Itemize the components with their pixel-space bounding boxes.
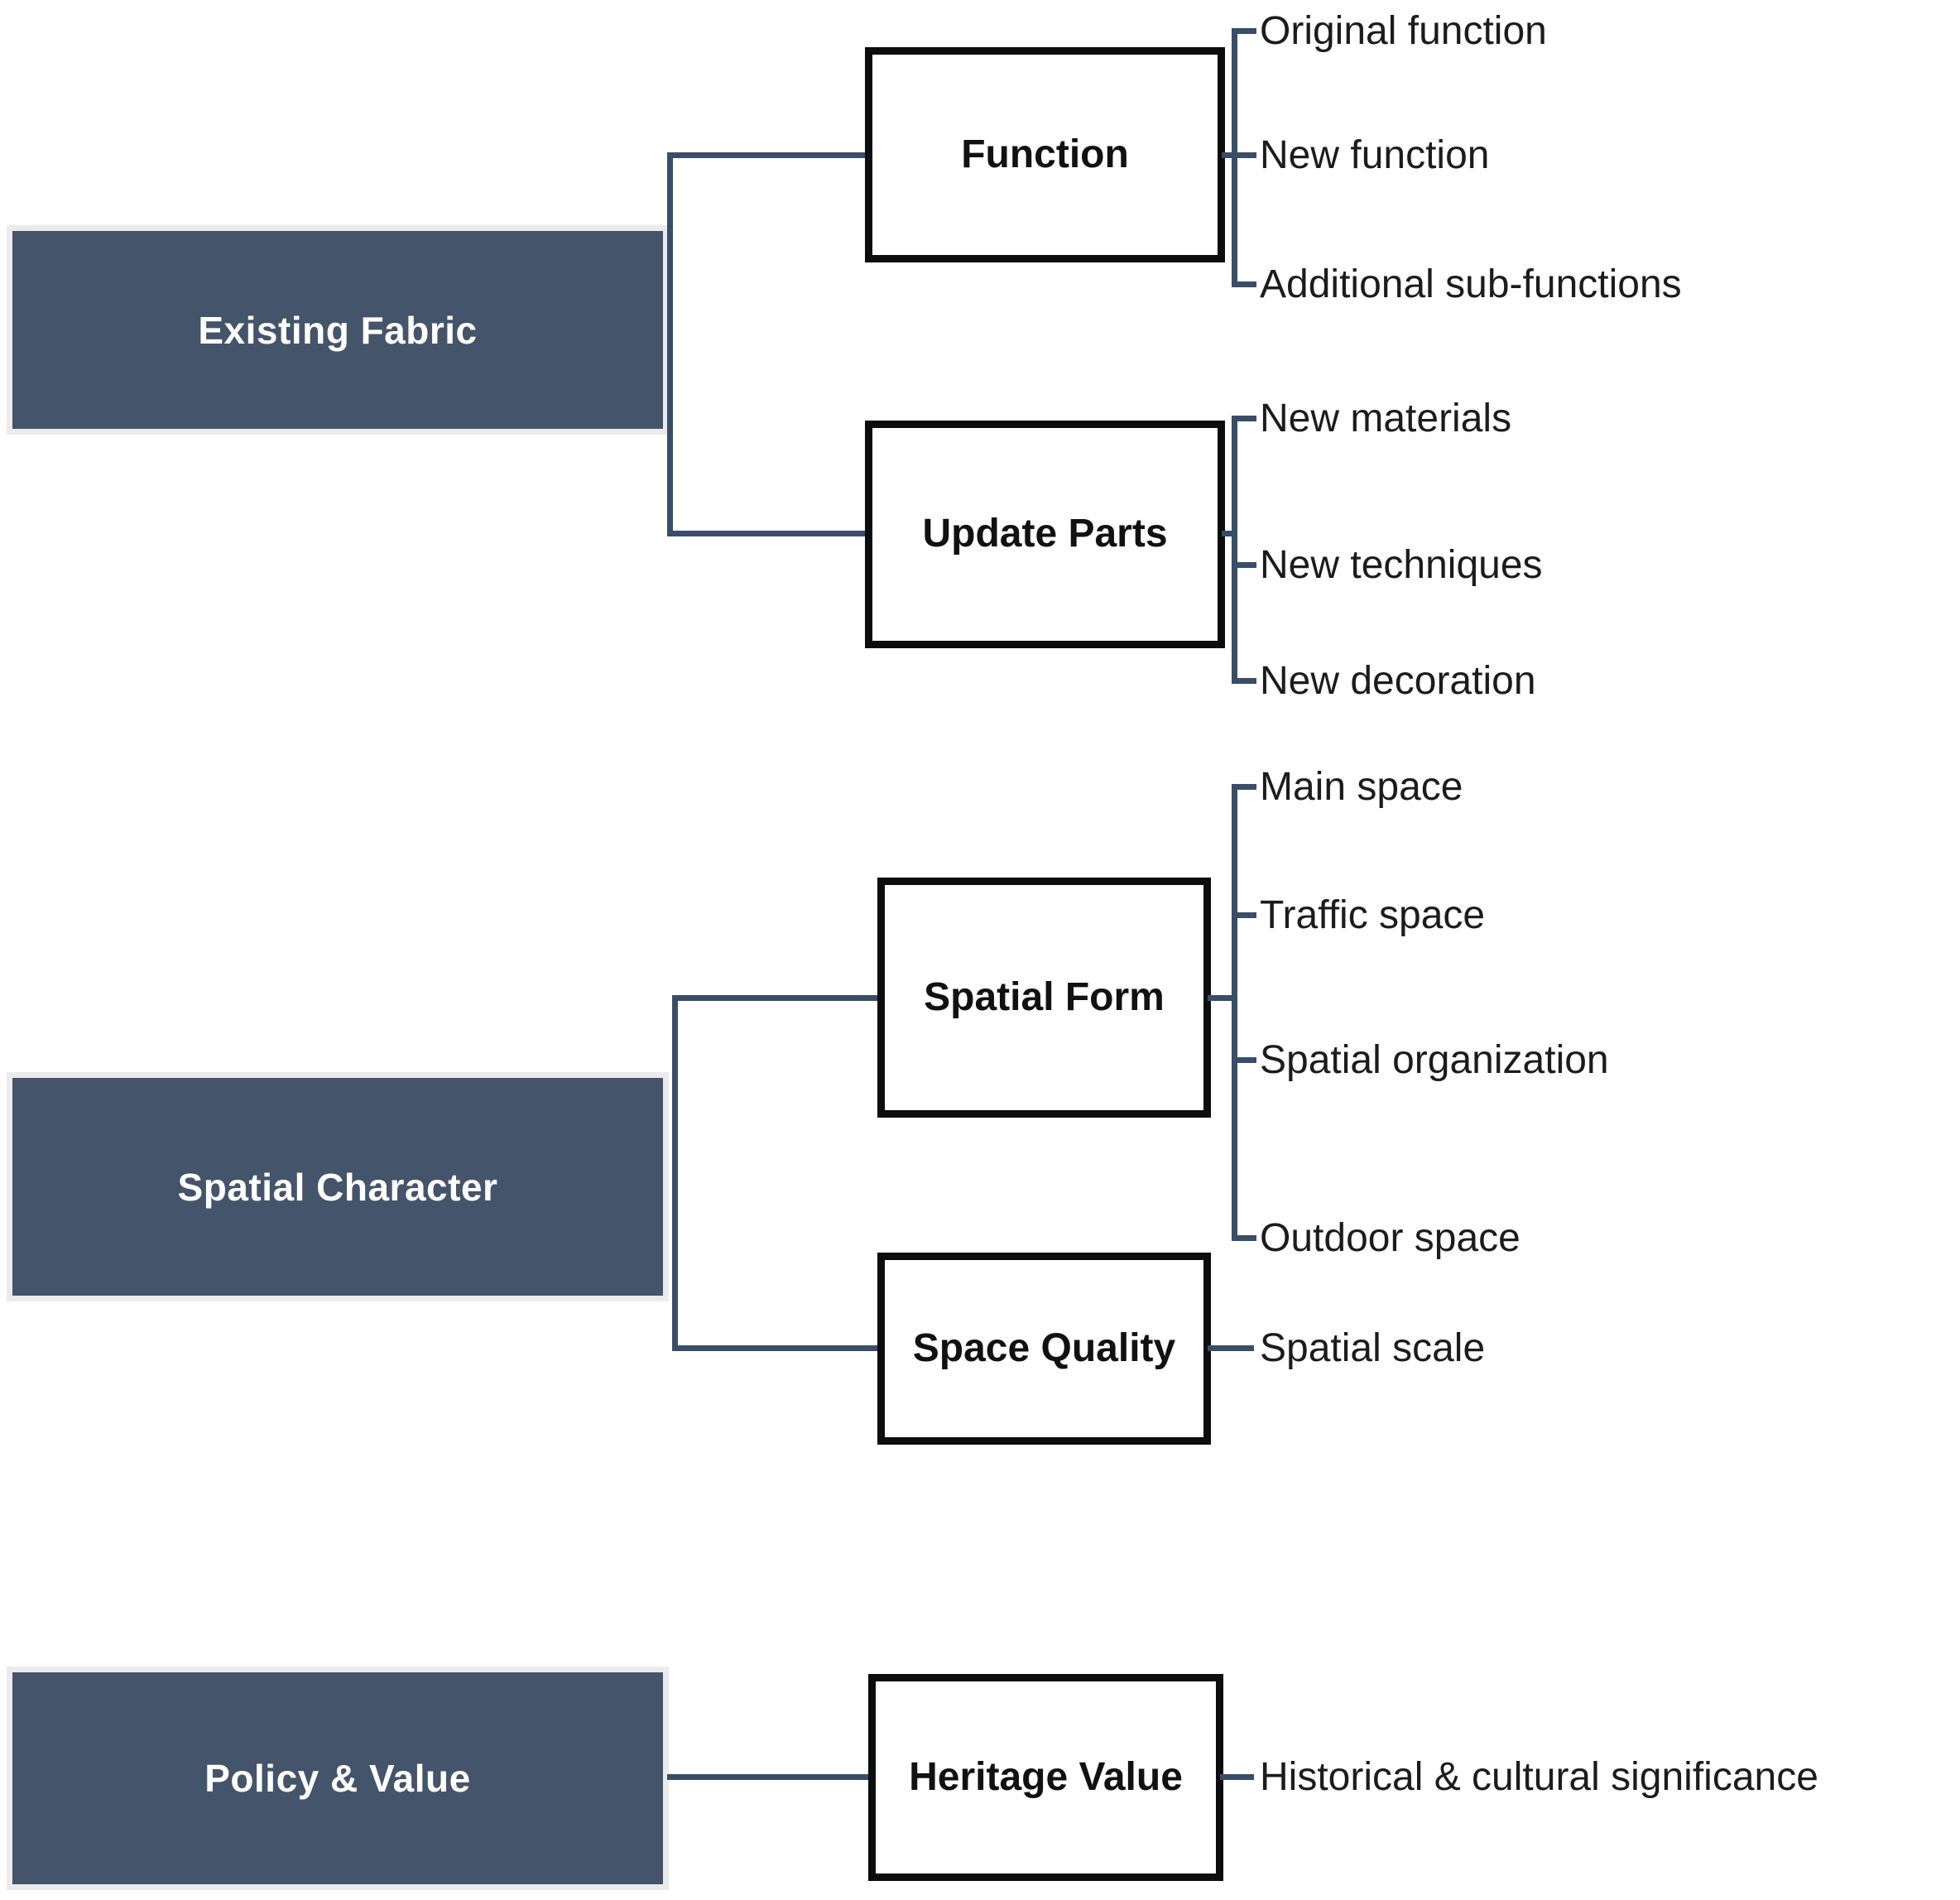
tick-new-materials (1232, 416, 1256, 421)
tick-main-space (1232, 784, 1256, 790)
tick-original-function (1232, 28, 1256, 34)
node-spatial-form: Spatial Form (877, 878, 1211, 1118)
tick-spatial-organization (1232, 1057, 1256, 1063)
tick-additional-sub-functions (1232, 281, 1256, 287)
connector-to-spatial-form (672, 995, 877, 1001)
leaf-main-space: Main space (1260, 764, 1463, 809)
node-function: Function (865, 47, 1225, 262)
bracket-update-parts (1232, 416, 1237, 684)
leaf-original-function: Original function (1260, 8, 1547, 53)
connector-to-space-quality (672, 1345, 877, 1351)
connector-spatial-character-trunk (672, 995, 678, 1351)
tick-outdoor-space (1232, 1235, 1256, 1241)
connector-function-stub (1222, 152, 1237, 158)
connector-update-parts-stub (1222, 531, 1237, 536)
leaf-spatial-organization: Spatial organization (1260, 1037, 1609, 1082)
bracket-spatial-form (1232, 784, 1237, 1241)
leaf-historical-cultural-significance: Historical & cultural significance (1260, 1754, 1818, 1799)
tick-new-function (1232, 152, 1256, 158)
node-space-quality: Space Quality (877, 1253, 1211, 1445)
tick-traffic-space (1232, 912, 1256, 918)
leaf-spatial-scale: Spatial scale (1260, 1325, 1486, 1370)
node-heritage-value: Heritage Value (868, 1674, 1223, 1881)
node-policy-value: Policy & Value (7, 1667, 669, 1890)
connector-existing-fabric-trunk (667, 152, 673, 536)
connector-to-heritage-value (667, 1774, 868, 1780)
tick-new-decoration (1232, 678, 1256, 684)
leaf-outdoor-space: Outdoor space (1260, 1215, 1520, 1260)
leaf-new-materials: New materials (1260, 396, 1512, 440)
connector-spatial-form-stub (1208, 995, 1237, 1001)
node-update-parts: Update Parts (865, 421, 1225, 648)
leaf-new-function: New function (1260, 132, 1490, 177)
leaf-new-techniques: New techniques (1260, 542, 1543, 587)
leaf-traffic-space: Traffic space (1260, 892, 1486, 937)
leaf-additional-sub-functions: Additional sub-functions (1260, 262, 1682, 306)
connector-space-quality-leaf (1208, 1345, 1254, 1351)
node-existing-fabric: Existing Fabric (7, 225, 669, 435)
leaf-new-decoration: New decoration (1260, 658, 1536, 703)
connector-to-update-parts (667, 531, 865, 536)
tick-new-techniques (1232, 562, 1256, 568)
connector-to-function (667, 152, 865, 158)
node-spatial-character: Spatial Character (7, 1072, 669, 1301)
connector-heritage-value-leaf (1220, 1774, 1254, 1780)
